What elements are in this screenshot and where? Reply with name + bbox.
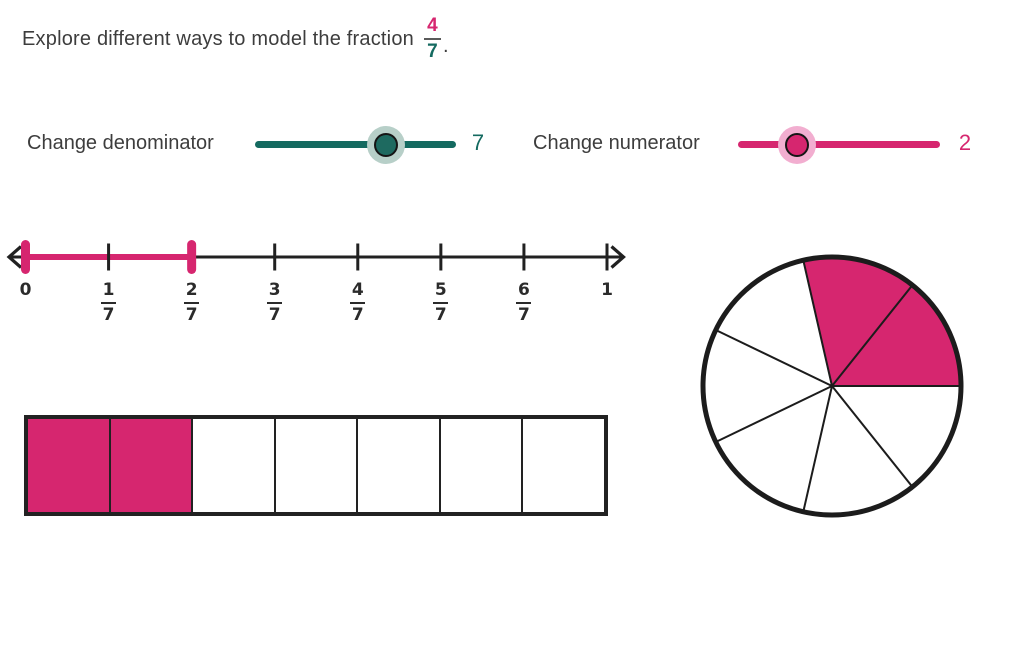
title-fraction-numerator: 4 — [427, 15, 438, 37]
right-arrow-icon — [610, 245, 626, 269]
tick-label: 1 — [601, 280, 613, 300]
bar-cell — [193, 419, 276, 512]
denominator-value: 7 — [471, 130, 485, 155]
numerator-value: 2 — [958, 130, 972, 155]
pie-divider-line — [802, 260, 833, 387]
title-fraction: 4 7 — [423, 15, 441, 62]
number-line-graphic — [6, 240, 626, 274]
tick-label: 0 — [19, 280, 32, 300]
pie-slice — [803, 386, 913, 516]
fraction-bar-model — [24, 415, 608, 516]
denominator-slider-thumb-knob[interactable] — [373, 133, 398, 157]
pie-divider-line — [831, 385, 914, 488]
pie-divider-line — [831, 284, 914, 387]
pie-slice — [832, 386, 961, 487]
bar-cell — [110, 419, 194, 512]
pie-slice — [832, 285, 961, 386]
pie-slice — [803, 256, 913, 386]
denominator-slider-thumb[interactable] — [366, 126, 405, 164]
bar-cell — [275, 419, 359, 512]
pie-outline — [700, 254, 964, 518]
page-title: Explore different ways to model the frac… — [22, 8, 449, 70]
pie-slice — [703, 330, 832, 442]
denominator-slider-track[interactable] — [255, 141, 456, 148]
title-text: Explore different ways to model the frac… — [22, 27, 414, 50]
pie-model — [700, 254, 964, 518]
bar-cell — [28, 419, 111, 512]
denominator-slider-label: Change denominator — [27, 132, 214, 154]
bar-cell — [440, 419, 524, 512]
title-fraction-bar — [423, 38, 441, 40]
bar-cell — [358, 419, 441, 512]
title-period-text: . — [442, 34, 449, 57]
highlight-endpoint-handle[interactable] — [187, 240, 197, 274]
numerator-slider-thumb-knob[interactable] — [784, 133, 809, 157]
left-arrow-icon — [6, 245, 23, 269]
numerator-slider-label: Change numerator — [533, 132, 700, 154]
highlight-endpoint-handle[interactable] — [21, 240, 30, 274]
title-fraction-denominator: 7 — [427, 41, 438, 62]
pie-divider-line — [802, 385, 833, 512]
bar-cell — [523, 419, 605, 512]
numerator-slider-thumb[interactable] — [777, 126, 816, 164]
pie-divider-line — [715, 329, 833, 387]
pie-divider-line — [715, 385, 833, 443]
numerator-slider-track[interactable] — [738, 141, 940, 148]
